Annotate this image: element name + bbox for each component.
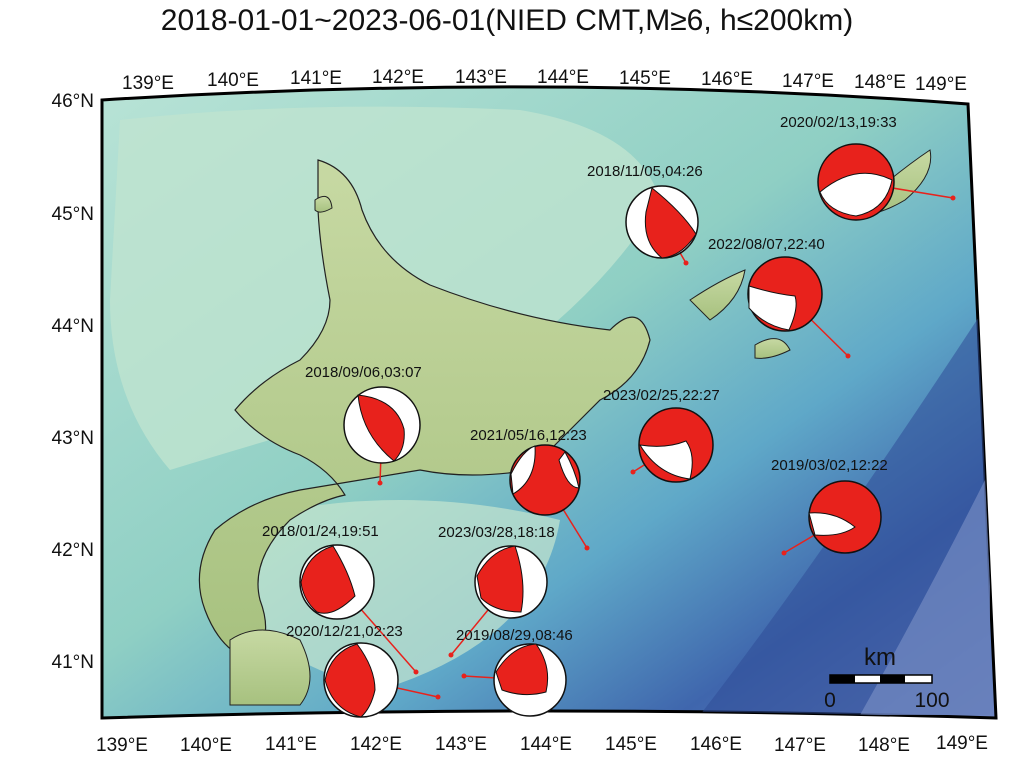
hokkaido-landmass bbox=[198, 159, 651, 706]
epicenter-dot bbox=[683, 260, 689, 266]
top-lon-tick-label: 148°E bbox=[854, 72, 906, 93]
bottom-lon-tick-label: 143°E bbox=[435, 734, 487, 755]
lat-tick-label: 45°N bbox=[52, 204, 94, 225]
lat-tick-label: 46°N bbox=[52, 91, 94, 112]
lat-tick-label: 41°N bbox=[52, 652, 94, 673]
event-label: 2018/09/06,03:07 bbox=[305, 364, 422, 381]
event-2019-08-29: 2019/08/29,08:46 bbox=[456, 627, 573, 717]
event-2018-01-24: 2018/01/24,19:51 bbox=[262, 523, 419, 675]
epicenter-dot bbox=[413, 669, 419, 675]
bottom-lon-tick-label: 149°E bbox=[936, 733, 988, 754]
scale-bar-segment bbox=[830, 675, 855, 683]
epicenter-dot bbox=[845, 353, 851, 359]
epicenter-dot bbox=[781, 550, 787, 556]
event-label: 2019/03/02,12:22 bbox=[771, 457, 888, 474]
bottom-lon-ticks: 139°E 140°E 141°E 142°E 143°E 144°E 145°… bbox=[96, 733, 988, 756]
top-lon-tick-label: 143°E bbox=[455, 67, 507, 88]
epicenter-dot bbox=[461, 673, 467, 679]
bottom-lon-tick-label: 139°E bbox=[96, 735, 148, 756]
scale-unit-label: km bbox=[864, 644, 896, 671]
bottom-lon-tick-label: 146°E bbox=[690, 734, 742, 755]
bottom-lon-tick-label: 147°E bbox=[774, 735, 826, 756]
epicenter-dot bbox=[950, 195, 956, 201]
lat-tick-label: 42°N bbox=[52, 540, 94, 561]
event-2022-08-07: 2022/08/07,22:40 bbox=[708, 236, 851, 359]
top-lon-tick-label: 140°E bbox=[207, 70, 259, 91]
event-label: 2023/03/28,18:18 bbox=[438, 524, 555, 541]
event-2023-02-25: 2023/02/25,22:27 bbox=[603, 387, 720, 483]
event-2023-03-28: 2023/03/28,18:18 bbox=[438, 524, 555, 658]
event-label: 2018/01/24,19:51 bbox=[262, 523, 379, 540]
event-2020-02-13: 2020/02/13,19:33 bbox=[780, 114, 956, 221]
lat-tick-label: 43°N bbox=[52, 428, 94, 449]
event-label: 2021/05/16,12:23 bbox=[470, 427, 587, 444]
scale-bar: km 0 100 bbox=[824, 644, 949, 712]
event-label: 2020/02/13,19:33 bbox=[780, 114, 897, 131]
scale-bar-segment bbox=[880, 675, 905, 683]
epicenter-dot bbox=[448, 652, 454, 658]
top-lon-tick-label: 144°E bbox=[537, 67, 589, 88]
scale-end-label: 100 bbox=[914, 689, 949, 712]
event-2020-12-21: 2020/12/21,02:23 bbox=[286, 623, 441, 718]
event-2019-03-02: 2019/03/02,12:22 bbox=[771, 457, 888, 556]
bottom-lon-tick-label: 148°E bbox=[858, 735, 910, 756]
event-label: 2019/08/29,08:46 bbox=[456, 627, 573, 644]
top-lon-tick-label: 149°E bbox=[915, 74, 967, 95]
event-label: 2022/08/07,22:40 bbox=[708, 236, 825, 253]
bottom-lon-tick-label: 144°E bbox=[520, 734, 572, 755]
top-lon-ticks: 139°E 140°E 141°E 142°E 143°E 144°E 145°… bbox=[122, 67, 967, 95]
bottom-lon-tick-label: 142°E bbox=[350, 734, 402, 755]
epicenter-dot bbox=[630, 469, 636, 475]
top-lon-tick-label: 147°E bbox=[782, 71, 834, 92]
lat-ticks: 46°N 45°N 44°N 43°N 42°N 41°N bbox=[52, 91, 94, 673]
bottom-lon-tick-label: 141°E bbox=[265, 734, 317, 755]
scale-start-label: 0 bbox=[824, 689, 836, 712]
event-label: 2018/11/05,04:26 bbox=[587, 163, 703, 180]
event-2018-11-05: 2018/11/05,04:26 bbox=[587, 163, 703, 266]
epicenter-dot bbox=[584, 545, 590, 551]
top-lon-tick-label: 139°E bbox=[122, 73, 174, 94]
epicenter-dot bbox=[435, 694, 441, 700]
event-label: 2020/12/21,02:23 bbox=[286, 623, 403, 640]
event-label: 2023/02/25,22:27 bbox=[603, 387, 720, 404]
bottom-lon-tick-label: 145°E bbox=[605, 734, 657, 755]
top-lon-tick-label: 141°E bbox=[290, 68, 342, 89]
lat-tick-label: 44°N bbox=[52, 316, 94, 337]
top-lon-tick-label: 142°E bbox=[372, 67, 424, 88]
top-lon-tick-label: 145°E bbox=[619, 68, 671, 89]
epicenter-dot bbox=[377, 480, 383, 486]
bottom-lon-tick-label: 140°E bbox=[180, 735, 232, 756]
page-title: 2018-01-01~2023-06-01(NIED CMT,M≥6, h≤20… bbox=[160, 4, 854, 37]
event-2021-05-16: 2021/05/16,12:23 bbox=[470, 427, 590, 551]
trench-zone bbox=[700, 300, 990, 715]
event-2018-09-06: 2018/09/06,03:07 bbox=[305, 364, 422, 486]
top-lon-tick-label: 146°E bbox=[701, 69, 753, 90]
